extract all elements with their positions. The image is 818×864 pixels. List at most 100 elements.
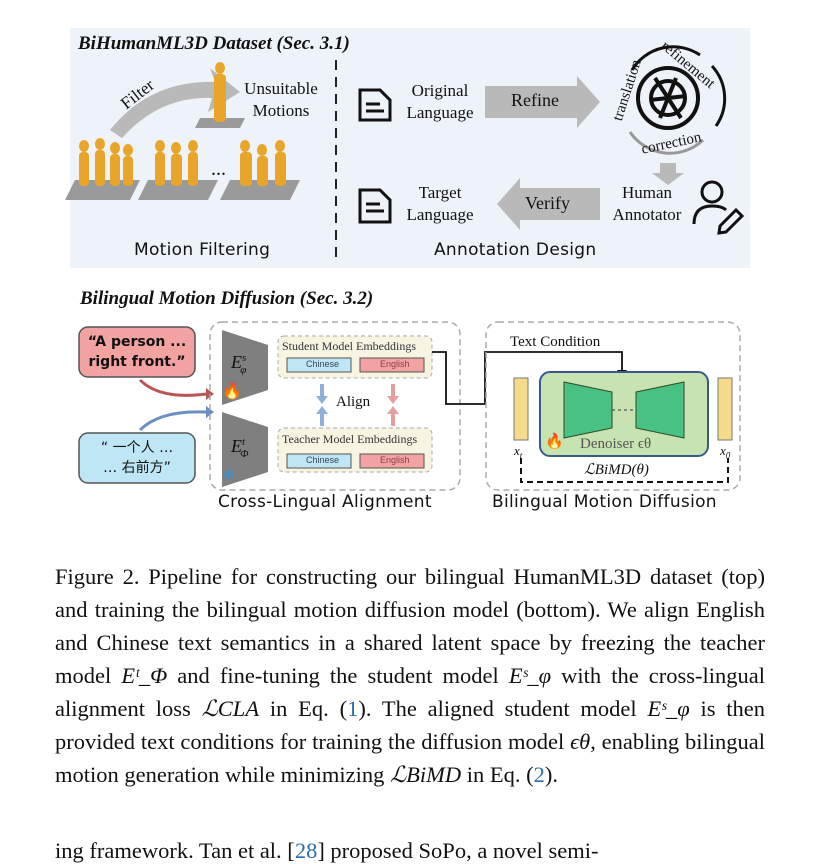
teacher-E: E bbox=[231, 436, 242, 456]
student-encoder-label: Esφ bbox=[231, 352, 246, 376]
motion-figures bbox=[65, 62, 300, 200]
english-prompt-line-2: right front.” bbox=[88, 354, 186, 370]
denoiser-fire-icon: 🔥 bbox=[545, 432, 564, 450]
original-language-doc-icon bbox=[358, 88, 392, 122]
cycle-arrow-bottom bbox=[628, 131, 705, 155]
chinese-prompt-line-1: “ 一个人 … bbox=[100, 440, 174, 456]
unsuitable-line-2: Motions bbox=[252, 101, 310, 120]
xt-label: xt bbox=[514, 443, 522, 461]
student-sub: φ bbox=[240, 363, 247, 376]
original-line-1: Original bbox=[411, 81, 469, 100]
teacher-chinese-label: Chinese bbox=[306, 455, 340, 465]
student-E: E bbox=[231, 352, 242, 372]
refine-label: Refine bbox=[511, 90, 559, 110]
body-text-part: ing framework. Tan et al. [ bbox=[55, 838, 295, 863]
x0-bar bbox=[717, 377, 733, 441]
x0-sub: 0 bbox=[725, 450, 731, 461]
equation-link-1[interactable]: 1 bbox=[347, 696, 359, 721]
english-prompt-box bbox=[78, 326, 196, 378]
teacher-chinese-tag bbox=[286, 453, 352, 469]
english-to-student-arrow bbox=[138, 378, 207, 397]
cycle-arrow-top bbox=[630, 45, 701, 71]
english-prompt-line-1: “A person ... bbox=[87, 334, 187, 350]
caption-part: Figure 2. Pipeline for constructing our … bbox=[55, 564, 765, 688]
loss-label: ℒBiMD(θ) bbox=[584, 462, 649, 478]
dataset-panel bbox=[70, 28, 750, 268]
chinese-to-teacher-arrow bbox=[138, 410, 207, 432]
teacher-sup: t bbox=[242, 436, 246, 448]
student-chinese-label: Chinese bbox=[306, 359, 340, 369]
teacher-embeddings-label: Teacher Model Embeddings bbox=[282, 432, 418, 446]
x0-label: x0 bbox=[720, 443, 730, 461]
caption-math: ℒBiMD bbox=[389, 762, 462, 787]
student-chinese-tag bbox=[286, 357, 352, 373]
human-annotator-label: Human Annotator bbox=[602, 182, 692, 226]
refine-arrow bbox=[485, 76, 600, 128]
student-encoder bbox=[222, 330, 268, 405]
denoiser-encoder-shape bbox=[563, 381, 613, 439]
figure-graphics: 🔥 ❄ 🔥 bbox=[65, 45, 745, 491]
body-text-line: ing framework. Tan et al. [28] proposed … bbox=[55, 838, 599, 864]
cross-lingual-label: Cross-Lingual Alignment bbox=[218, 492, 432, 512]
x0-x: x bbox=[720, 443, 726, 458]
teacher-english-label: English bbox=[380, 455, 410, 465]
chinese-prompt-line-2: … 右前方” bbox=[103, 460, 171, 476]
figure-caption: Figure 2. Pipeline for constructing our … bbox=[55, 560, 765, 791]
loss-loop bbox=[520, 458, 729, 483]
dataset-section-title: BiHumanML3D Dataset (Sec. 3.1) bbox=[78, 33, 350, 54]
caption-part: , enabling bilingual motion generation w… bbox=[55, 729, 766, 787]
annotator-line-1: Human bbox=[621, 183, 673, 202]
caption-math: Eˢ_φ bbox=[508, 663, 552, 688]
student-english-tag bbox=[359, 357, 425, 373]
xt-x: x bbox=[514, 443, 520, 458]
caption-part: and fine-tuning the student model bbox=[167, 663, 509, 688]
body-text-part: ] proposed SoPo, a novel semi- bbox=[317, 838, 599, 863]
verify-label: Verify bbox=[525, 193, 570, 213]
caption-part: ). The aligned student model bbox=[358, 696, 648, 721]
teacher-encoder-label: EtΦ bbox=[231, 436, 248, 460]
down-arrow bbox=[652, 163, 684, 185]
xt-bar bbox=[513, 377, 529, 441]
english-prompt: “A person ... right front.” bbox=[82, 332, 192, 372]
caption-math: ϵθ bbox=[570, 729, 591, 754]
motion-filtering-label: Motion Filtering bbox=[134, 240, 271, 260]
caption-math: Eˢ_φ bbox=[647, 696, 690, 721]
llm-logo-icon bbox=[636, 66, 700, 130]
unsuitable-motions-label: Unsuitable Motions bbox=[236, 78, 326, 122]
text-condition-label: Text Condition bbox=[510, 334, 601, 350]
caption-part: in Eq. ( bbox=[259, 696, 348, 721]
student-embeddings-label: Student Model Embeddings bbox=[282, 339, 416, 353]
align-label: Align bbox=[336, 394, 371, 410]
annotator-line-2: Annotator bbox=[612, 205, 682, 224]
chinese-prompt: “ 一个人 … … 右前方” bbox=[82, 438, 192, 478]
diffusion-container bbox=[485, 321, 741, 491]
xt-sub: t bbox=[519, 450, 523, 461]
target-line-2: Language bbox=[406, 205, 474, 224]
cycle-arrow-right bbox=[710, 64, 727, 127]
chinese-prompt-box bbox=[78, 432, 196, 484]
cross-lingual-container bbox=[209, 321, 461, 491]
caption-part: is then provided text conditions for tra… bbox=[55, 696, 765, 754]
student-english-label: English bbox=[380, 359, 410, 369]
teacher-snow-icon: ❄ bbox=[222, 468, 235, 484]
annotator-icon bbox=[692, 180, 745, 235]
equation-link-2[interactable]: 2 bbox=[533, 762, 545, 787]
caption-part: ). bbox=[544, 762, 559, 787]
filter-arrow bbox=[110, 68, 240, 138]
annotation-design-label: Annotation Design bbox=[434, 240, 597, 260]
verify-arrow bbox=[497, 178, 600, 230]
target-line-1: Target bbox=[418, 183, 462, 202]
ellipsis: ... bbox=[211, 158, 226, 180]
denoiser-decoder-shape bbox=[635, 381, 685, 439]
student-fire-icon: 🔥 bbox=[222, 381, 242, 400]
teacher-sub: Φ bbox=[240, 447, 249, 460]
teacher-encoder bbox=[222, 412, 268, 487]
original-line-2: Language bbox=[406, 103, 474, 122]
unsuitable-line-1: Unsuitable bbox=[244, 79, 318, 98]
denoiser-label: Denoiser ϵθ bbox=[580, 436, 652, 452]
bilingual-diffusion-label: Bilingual Motion Diffusion bbox=[492, 492, 717, 512]
caption-part: with the cross-lingual alignment loss bbox=[55, 663, 766, 721]
teacher-english-tag bbox=[359, 453, 425, 469]
target-language-doc-icon bbox=[358, 188, 392, 224]
citation-link[interactable]: 28 bbox=[294, 838, 318, 863]
